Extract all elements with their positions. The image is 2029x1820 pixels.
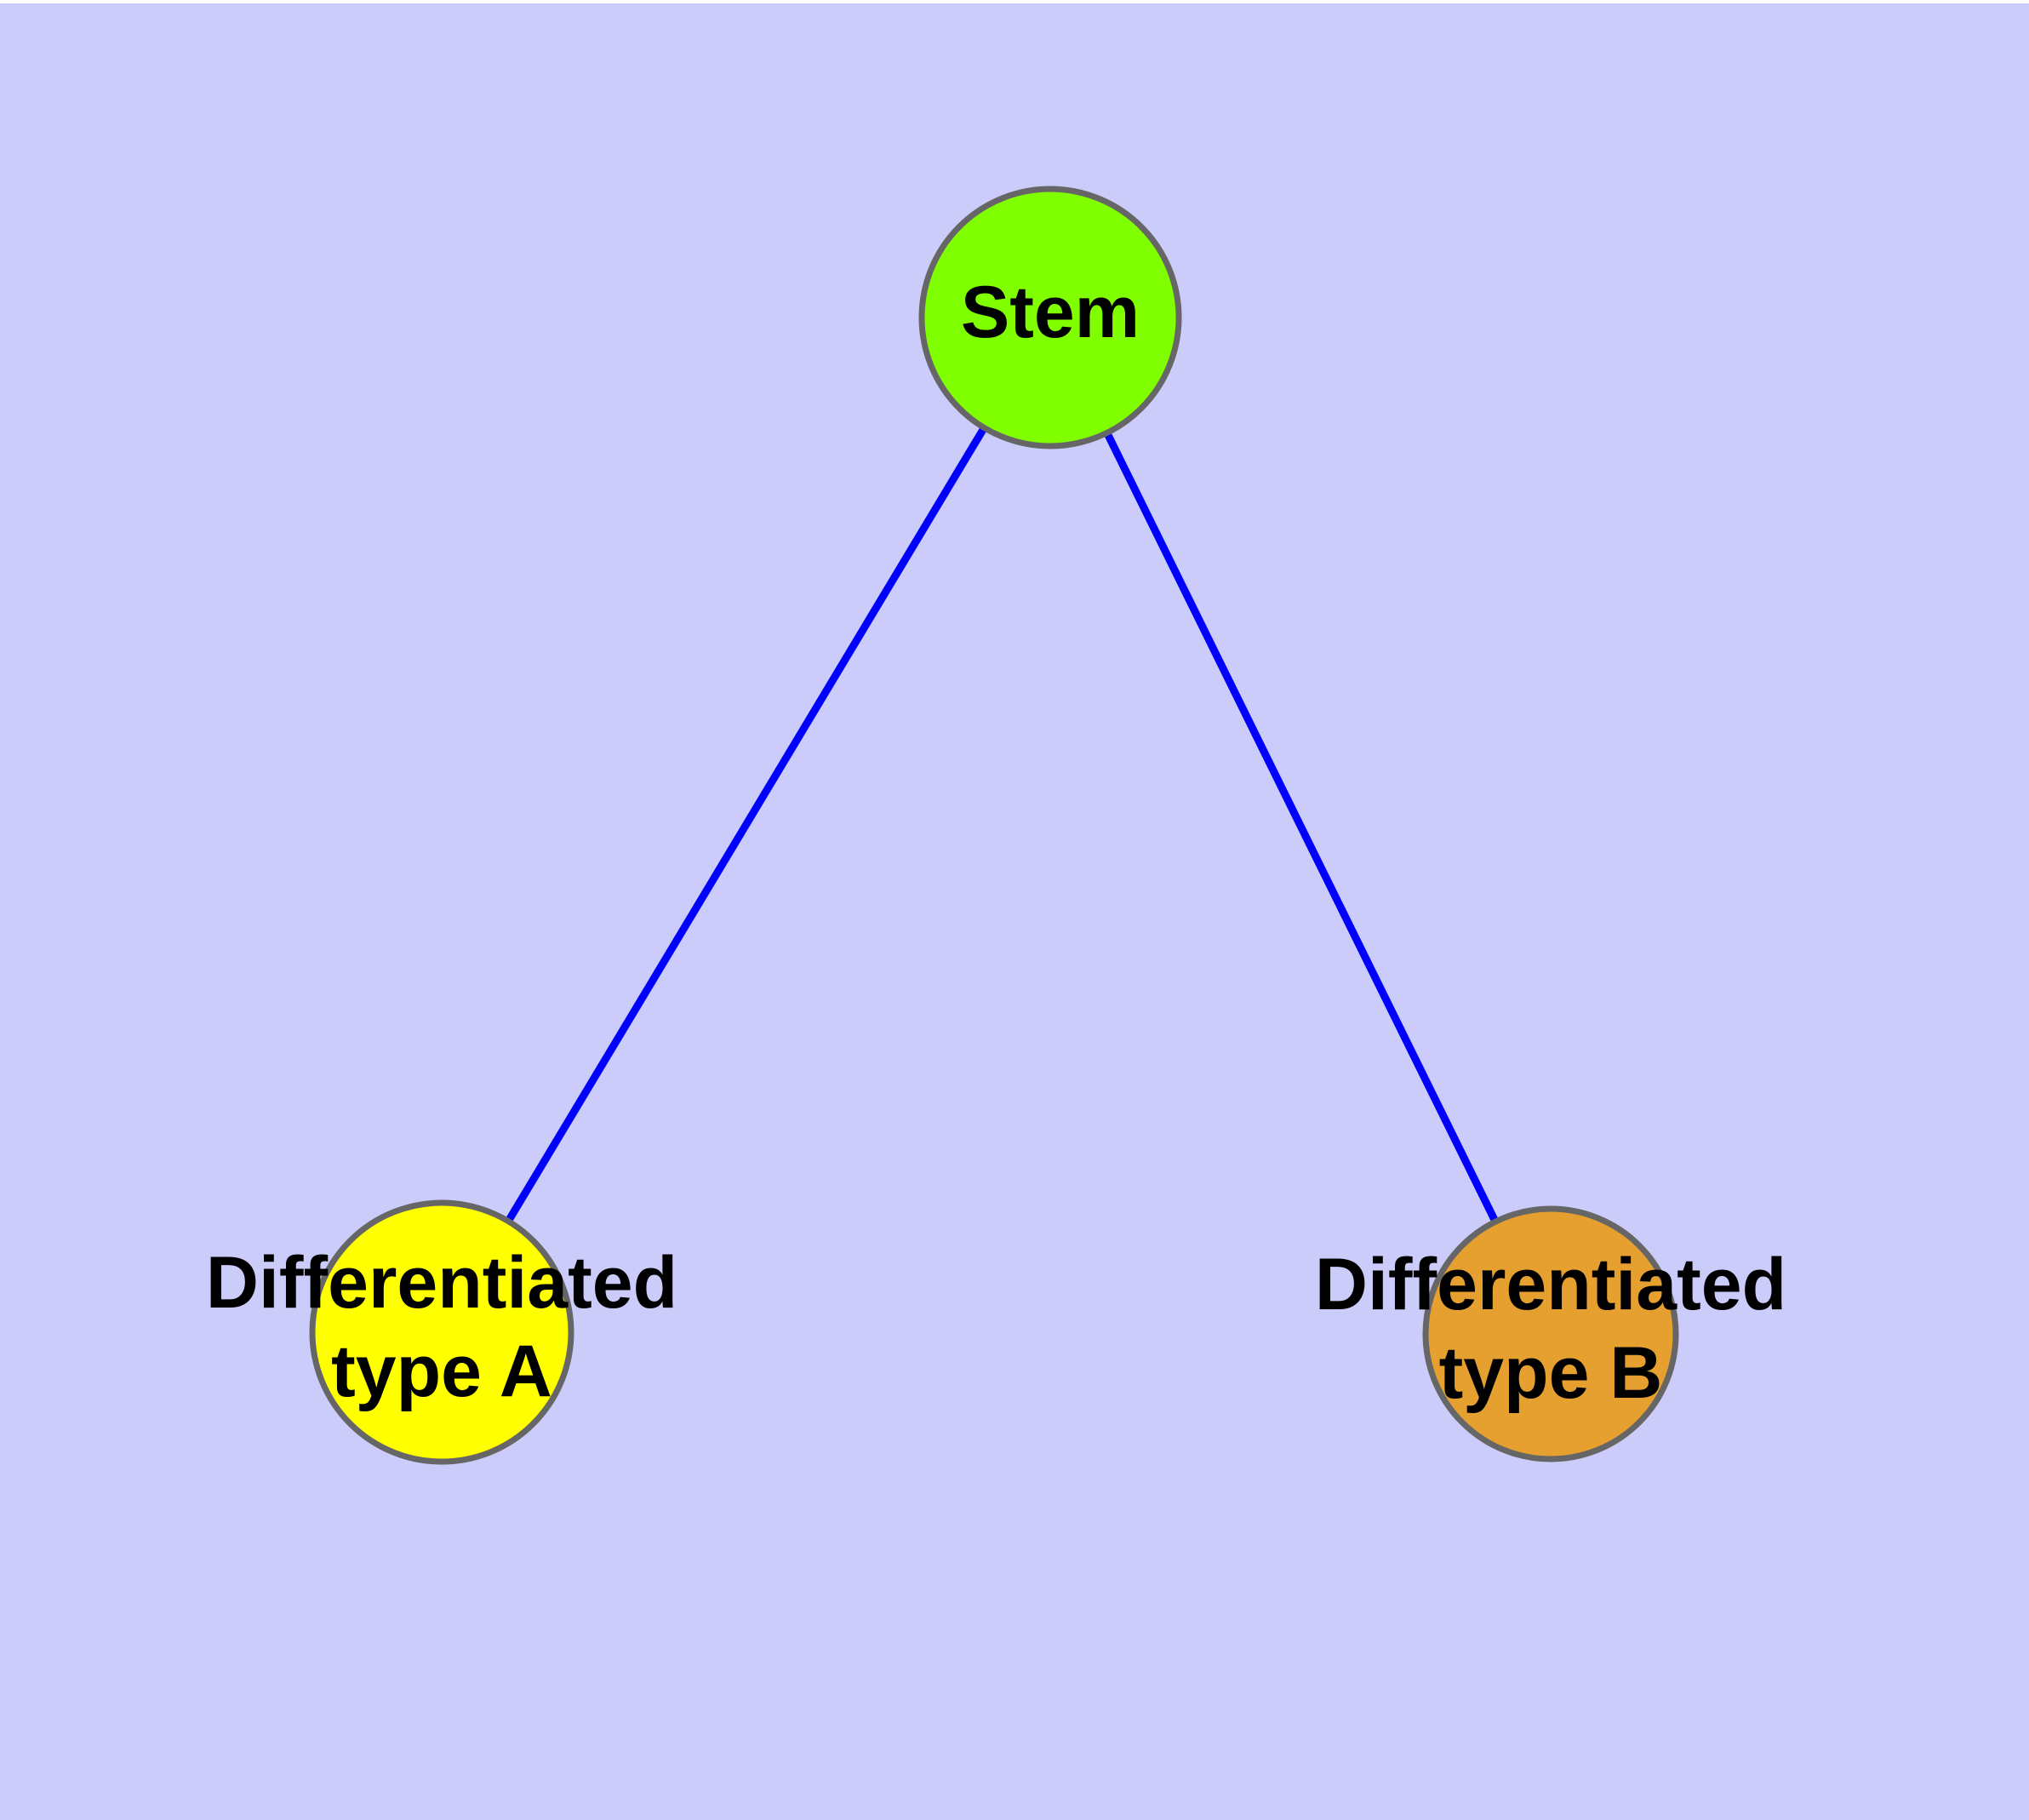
node-label-line: Stem [961,272,1140,353]
node-label-line: type B [1439,1332,1663,1414]
node-label-line: Differentiated [206,1242,677,1324]
node-differentiated-type-a[interactable] [309,1199,574,1465]
node-label-line: type A [331,1331,552,1412]
edge-layer [504,424,1500,1225]
edge-stem-to-differentiated-type-b[interactable] [1102,429,1500,1225]
node-label-stem: Stem [961,272,1140,353]
node-label-line: Differentiated [1315,1244,1786,1325]
node-differentiated-type-b[interactable] [1422,1205,1679,1462]
edge-stem-to-differentiated-type-a[interactable] [504,424,989,1225]
node-layer [309,186,1679,1465]
node-stem[interactable] [918,186,1182,449]
